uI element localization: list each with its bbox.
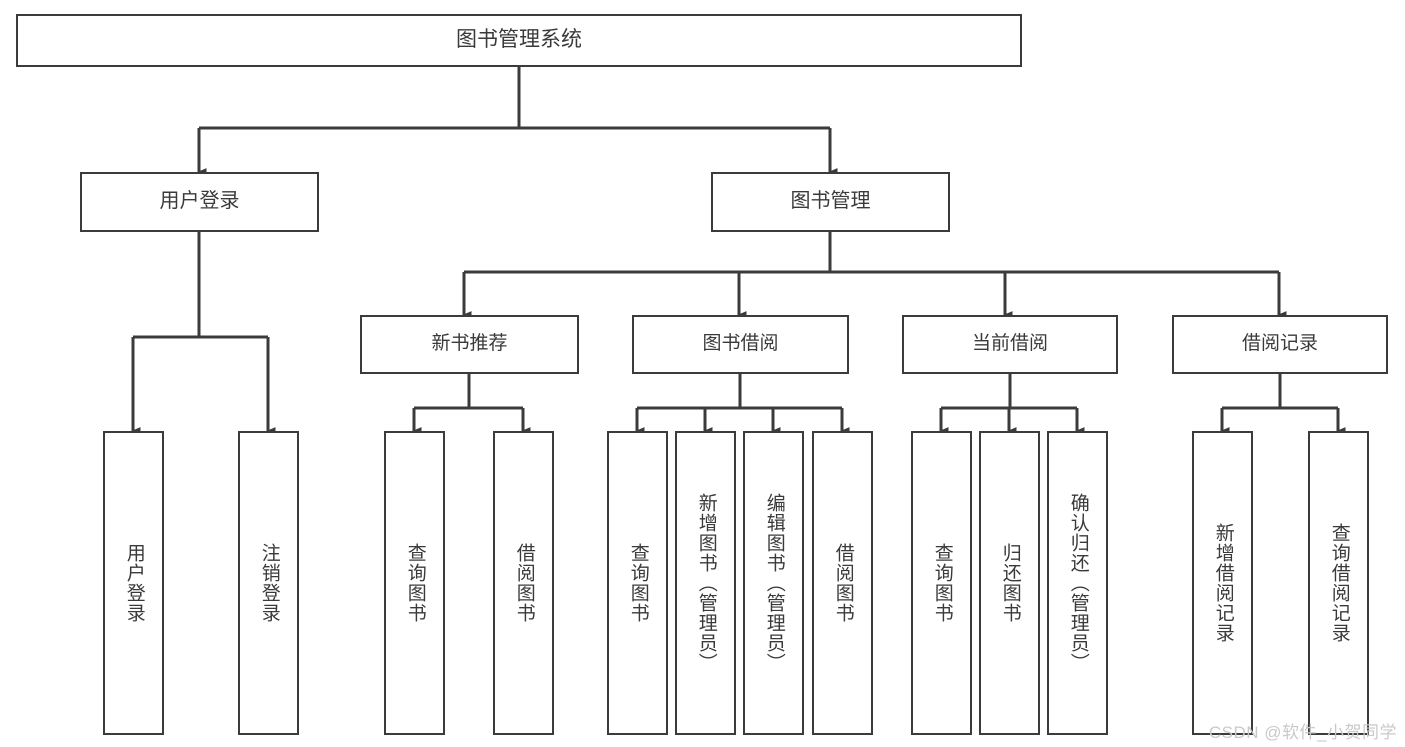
- node-leaf-query-book-3-label: 查询图书: [931, 543, 953, 623]
- node-borrow-record-label: 借阅记录: [1241, 333, 1318, 355]
- node-leaf-query-record-label: 查询借阅记录: [1328, 523, 1350, 643]
- node-book-management[interactable]: 图书管理: [711, 172, 950, 232]
- node-user-login-label: 用户登录: [159, 190, 240, 213]
- node-leaf-borrow-book-2-label: 借阅图书: [832, 543, 854, 623]
- node-leaf-confirm-return-label: 确认归还（管理员）: [1067, 493, 1089, 673]
- node-book-management-label: 图书管理: [790, 190, 871, 213]
- node-leaf-borrow-book-2[interactable]: 借阅图书: [812, 431, 873, 735]
- watermark: CSDN @软件_小贺同学: [1208, 723, 1397, 742]
- node-leaf-query-book-2-label: 查询图书: [627, 543, 649, 623]
- node-root-label: 图书管理系统: [456, 28, 582, 52]
- node-leaf-user-login[interactable]: 用户登录: [103, 431, 164, 735]
- node-leaf-query-book-2[interactable]: 查询图书: [607, 431, 668, 735]
- node-leaf-add-record-label: 新增借阅记录: [1212, 523, 1234, 643]
- node-borrow-record[interactable]: 借阅记录: [1172, 315, 1388, 374]
- node-book-borrow-label: 图书借阅: [702, 333, 779, 355]
- node-leaf-logout-label: 注销登录: [258, 543, 280, 623]
- node-leaf-query-book-1[interactable]: 查询图书: [384, 431, 445, 735]
- node-current-borrow-label: 当前借阅: [971, 333, 1048, 355]
- node-book-borrow[interactable]: 图书借阅: [632, 315, 849, 374]
- node-leaf-borrow-book-1-label: 借阅图书: [513, 543, 535, 623]
- node-current-borrow[interactable]: 当前借阅: [902, 315, 1118, 374]
- node-leaf-edit-book[interactable]: 编辑图书（管理员）: [743, 431, 804, 735]
- node-leaf-edit-book-label: 编辑图书（管理员）: [763, 493, 785, 673]
- node-leaf-return-book-label: 归还图书: [999, 543, 1021, 623]
- node-leaf-user-login-label: 用户登录: [123, 543, 145, 623]
- node-user-login[interactable]: 用户登录: [80, 172, 319, 232]
- node-leaf-add-book-label: 新增图书（管理员）: [695, 493, 717, 673]
- node-leaf-add-book[interactable]: 新增图书（管理员）: [675, 431, 736, 735]
- node-leaf-confirm-return[interactable]: 确认归还（管理员）: [1047, 431, 1108, 735]
- node-leaf-add-record[interactable]: 新增借阅记录: [1192, 431, 1253, 735]
- node-new-book-recommend[interactable]: 新书推荐: [360, 315, 579, 374]
- node-leaf-query-book-1-label: 查询图书: [404, 543, 426, 623]
- node-root[interactable]: 图书管理系统: [16, 14, 1022, 67]
- node-leaf-return-book[interactable]: 归还图书: [979, 431, 1040, 735]
- node-leaf-logout[interactable]: 注销登录: [238, 431, 299, 735]
- node-new-book-recommend-label: 新书推荐: [431, 333, 508, 355]
- node-leaf-query-record[interactable]: 查询借阅记录: [1308, 431, 1369, 735]
- node-leaf-borrow-book-1[interactable]: 借阅图书: [493, 431, 554, 735]
- node-leaf-query-book-3[interactable]: 查询图书: [911, 431, 972, 735]
